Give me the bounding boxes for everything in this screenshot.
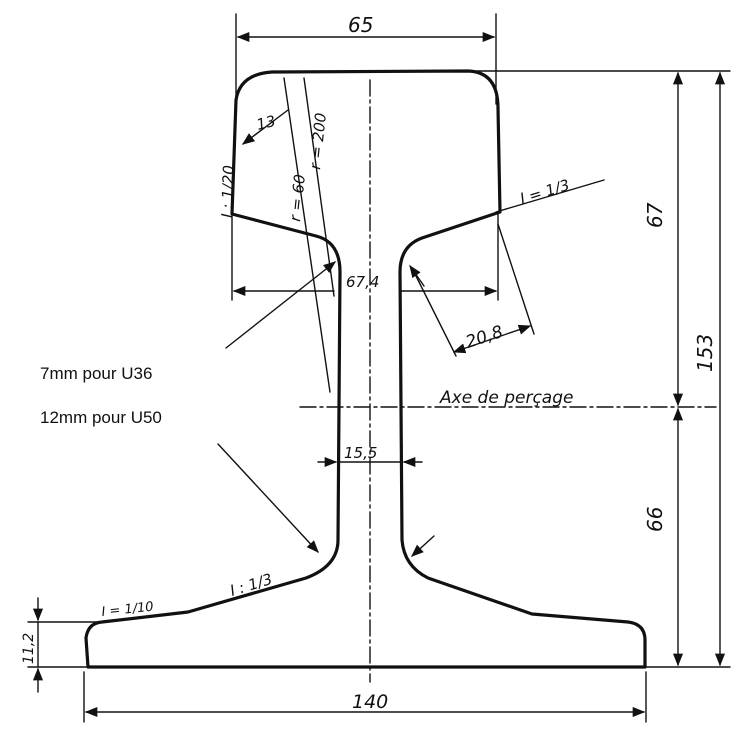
slope-fishing-top: I = 1/3 [518,176,572,208]
dim-head-inner-width: 67,4 [346,273,379,291]
dim-head-width: 65 [348,13,373,37]
note-u36: 7mm pour U36 [40,364,153,383]
slope-head-side: I : 1/20 [218,165,238,218]
radius-13: 13 [255,112,278,134]
note-arrow-upper [225,261,336,349]
note-arrow-right [411,535,435,557]
slope-foot-top: I = 1/10 [101,600,154,620]
dim-head-height: 67 [643,202,667,228]
dim-line-r13 [241,109,289,145]
leader-r200 [303,77,335,297]
rail-section-outline [84,69,647,669]
leader-r60 [283,77,331,393]
dim-lower-height: 66 [643,507,667,532]
ext-line-fishing-a [411,267,457,357]
dim-line-fishing-width [452,324,532,354]
dim-foot-edge: 11,2 [21,633,37,664]
dim-fishing-width: 20,8 [463,322,505,353]
note-u50: 12mm pour U50 [40,408,162,427]
radius-60: r = 60 [286,173,309,222]
dim-total-height: 153 [693,334,717,372]
note-arrow-lower [217,443,319,553]
drilling-axis-label: Axe de perçage [439,388,573,408]
radius-200: r = 200 [306,112,330,170]
leader-fishing-top [495,179,605,213]
arrow-fishing-fillet [409,264,425,287]
dim-foot-width: 140 [352,691,388,713]
ext-line-fishing-b [497,223,535,335]
dim-web-thickness: 15,5 [344,444,377,462]
